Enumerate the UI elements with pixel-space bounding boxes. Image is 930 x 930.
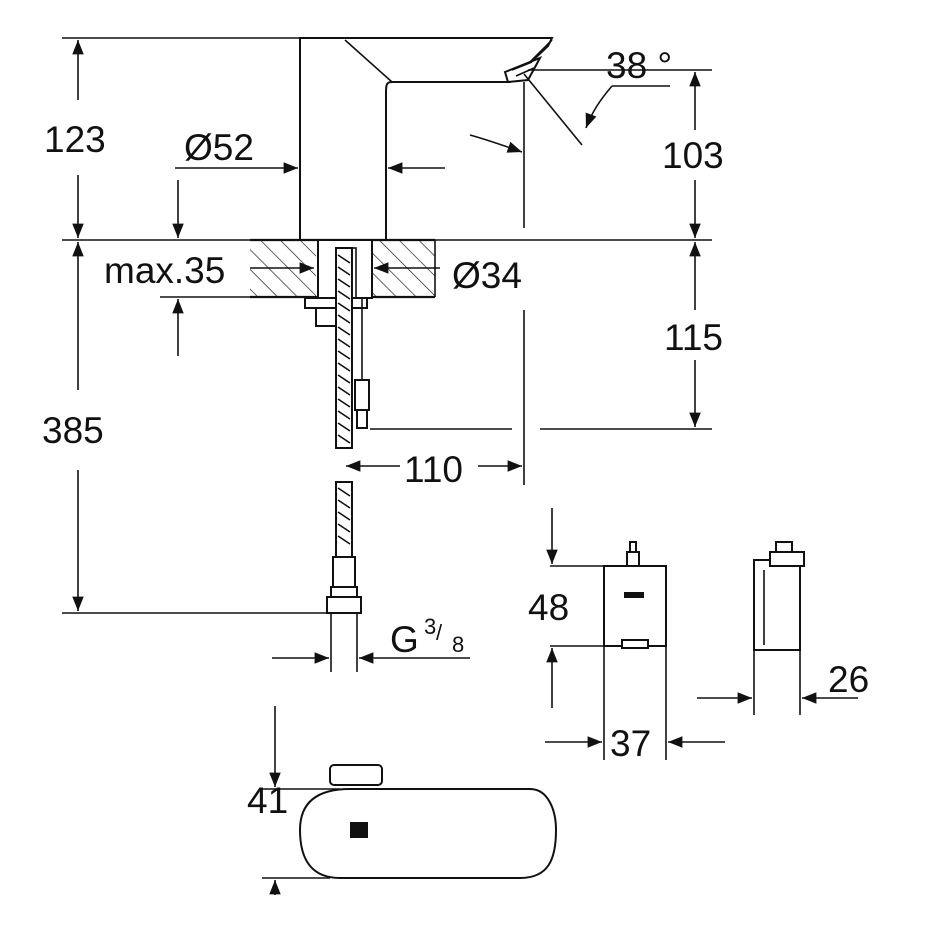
- dim-hose-drop: 115: [664, 317, 723, 358]
- dim-box-depth: 26: [828, 659, 869, 700]
- dim-box-width: 37: [610, 723, 651, 764]
- control-box-front: [545, 508, 725, 760]
- dim-spout-reach: 110: [404, 449, 463, 490]
- dim-thread-main: G: [390, 619, 419, 660]
- dimension-lines: [62, 37, 712, 672]
- dim-outlet-height: 103: [662, 135, 724, 176]
- dim-thread-slash: /: [436, 620, 443, 645]
- dim-thread-num: 3: [424, 614, 436, 639]
- dim-box-height: 48: [528, 587, 569, 628]
- supply-hose: [326, 247, 370, 614]
- dim-total-length: 385: [42, 410, 104, 451]
- faucet-side-view: [299, 37, 554, 241]
- dim-body-diameter: Ø52: [184, 127, 254, 168]
- control-box-side: [697, 541, 858, 715]
- faucet-top-view: [262, 706, 558, 895]
- dim-spout-angle: 38 °: [606, 45, 672, 86]
- dim-thread-den: 8: [452, 632, 464, 657]
- dim-spout-height: 123: [44, 119, 106, 160]
- dim-hole-diameter: Ø34: [452, 255, 522, 296]
- dimension-labels: 123 38 ° 103 Ø52 max.35 Ø34 115 385 110 …: [42, 45, 869, 821]
- dim-top-view-height: 41: [247, 780, 288, 821]
- dim-mount-max: max.35: [104, 250, 225, 291]
